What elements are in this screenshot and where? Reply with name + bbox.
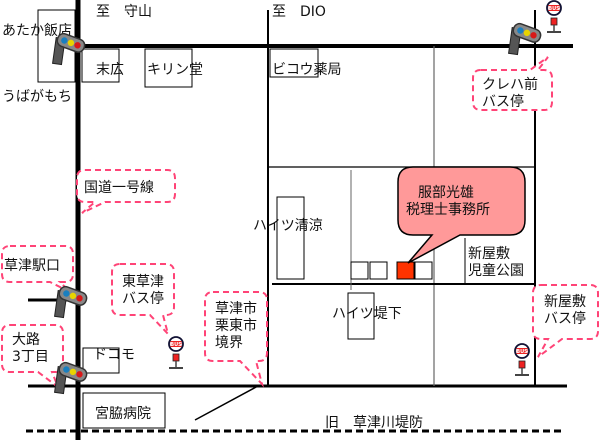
building-kirindo [144,48,193,88]
building-heights-tsutsumishita [347,292,375,340]
svg-text:国道一号線: 国道一号線 [84,180,154,196]
building-bikou [269,48,319,78]
building [350,261,369,280]
bus-stop-icon: BUS [546,0,562,34]
callout-city-border: 草津市栗東市境界 [204,291,268,388]
bus-sign-text: BUS [548,6,560,12]
label-kirindo: キリン堂 [147,62,203,78]
traffic-light-icon [507,21,544,56]
svg-text:新屋敷バス停: 新屋敷バス停 [544,294,586,327]
label-atakahanten: あたか飯店 [2,22,72,39]
svg-text:クレハ前バス停: クレハ前バス停 [482,76,538,110]
buildings [37,9,433,429]
label-docomo: ドコモ [93,347,135,363]
building-heights-seiryo [276,196,305,280]
bus-stop-icon: BUS [514,343,530,377]
callout-shinyashiki-stop: 新屋敷バス停 [532,284,599,358]
label-ubagamochi: うばがもち [2,89,72,105]
svg-text:草津駅口: 草津駅口 [4,258,60,274]
direction-dio: 至 DIO [272,4,326,20]
direction-moriyama: 至 守山 [96,4,152,20]
traffic-light-icon [53,284,90,319]
label-old-embankment: 旧 草津川堤防 [325,415,423,431]
svg-text:東草津バス停: 東草津バス停 [122,274,164,307]
building-office-marker[interactable] [396,261,415,280]
building-miyawaki [82,392,166,429]
office-callout[interactable]: 服部光雄税理士事務所 [397,166,526,264]
callout-kureha-stop: クレハ前バス停 [472,56,553,111]
label-bikou-pharmacy: ビコウ薬局 [272,62,341,78]
building [369,261,388,280]
bus-sign-text: BUS [516,349,528,355]
label-miyawaki: 宮脇病院 [95,406,151,422]
building-suehiro [81,48,120,83]
label-park: 新屋敷児童公園 [468,246,524,279]
svg-text:草津市栗東市境界: 草津市栗東市境界 [215,300,257,351]
building [414,261,433,280]
bus-stop-icon: BUS [168,336,184,370]
office-name: 服部光雄税理士事務所 [406,185,490,218]
building-docomo [82,347,120,374]
callout-kusatsu-station: 草津駅口 [1,245,74,293]
label-heights-tsutsumishita: ハイツ堤下 [332,306,402,322]
diagonal-road [194,385,259,421]
callout-higashi-kusatsu-stop: 東草津バス停 [111,263,175,335]
label-heights-seiryo: ハイツ清涼 [253,218,323,234]
callout-route1: 国道一号線 [76,169,176,214]
label-suehiro: 末広 [96,62,124,78]
bus-sign-text: BUS [170,342,182,348]
